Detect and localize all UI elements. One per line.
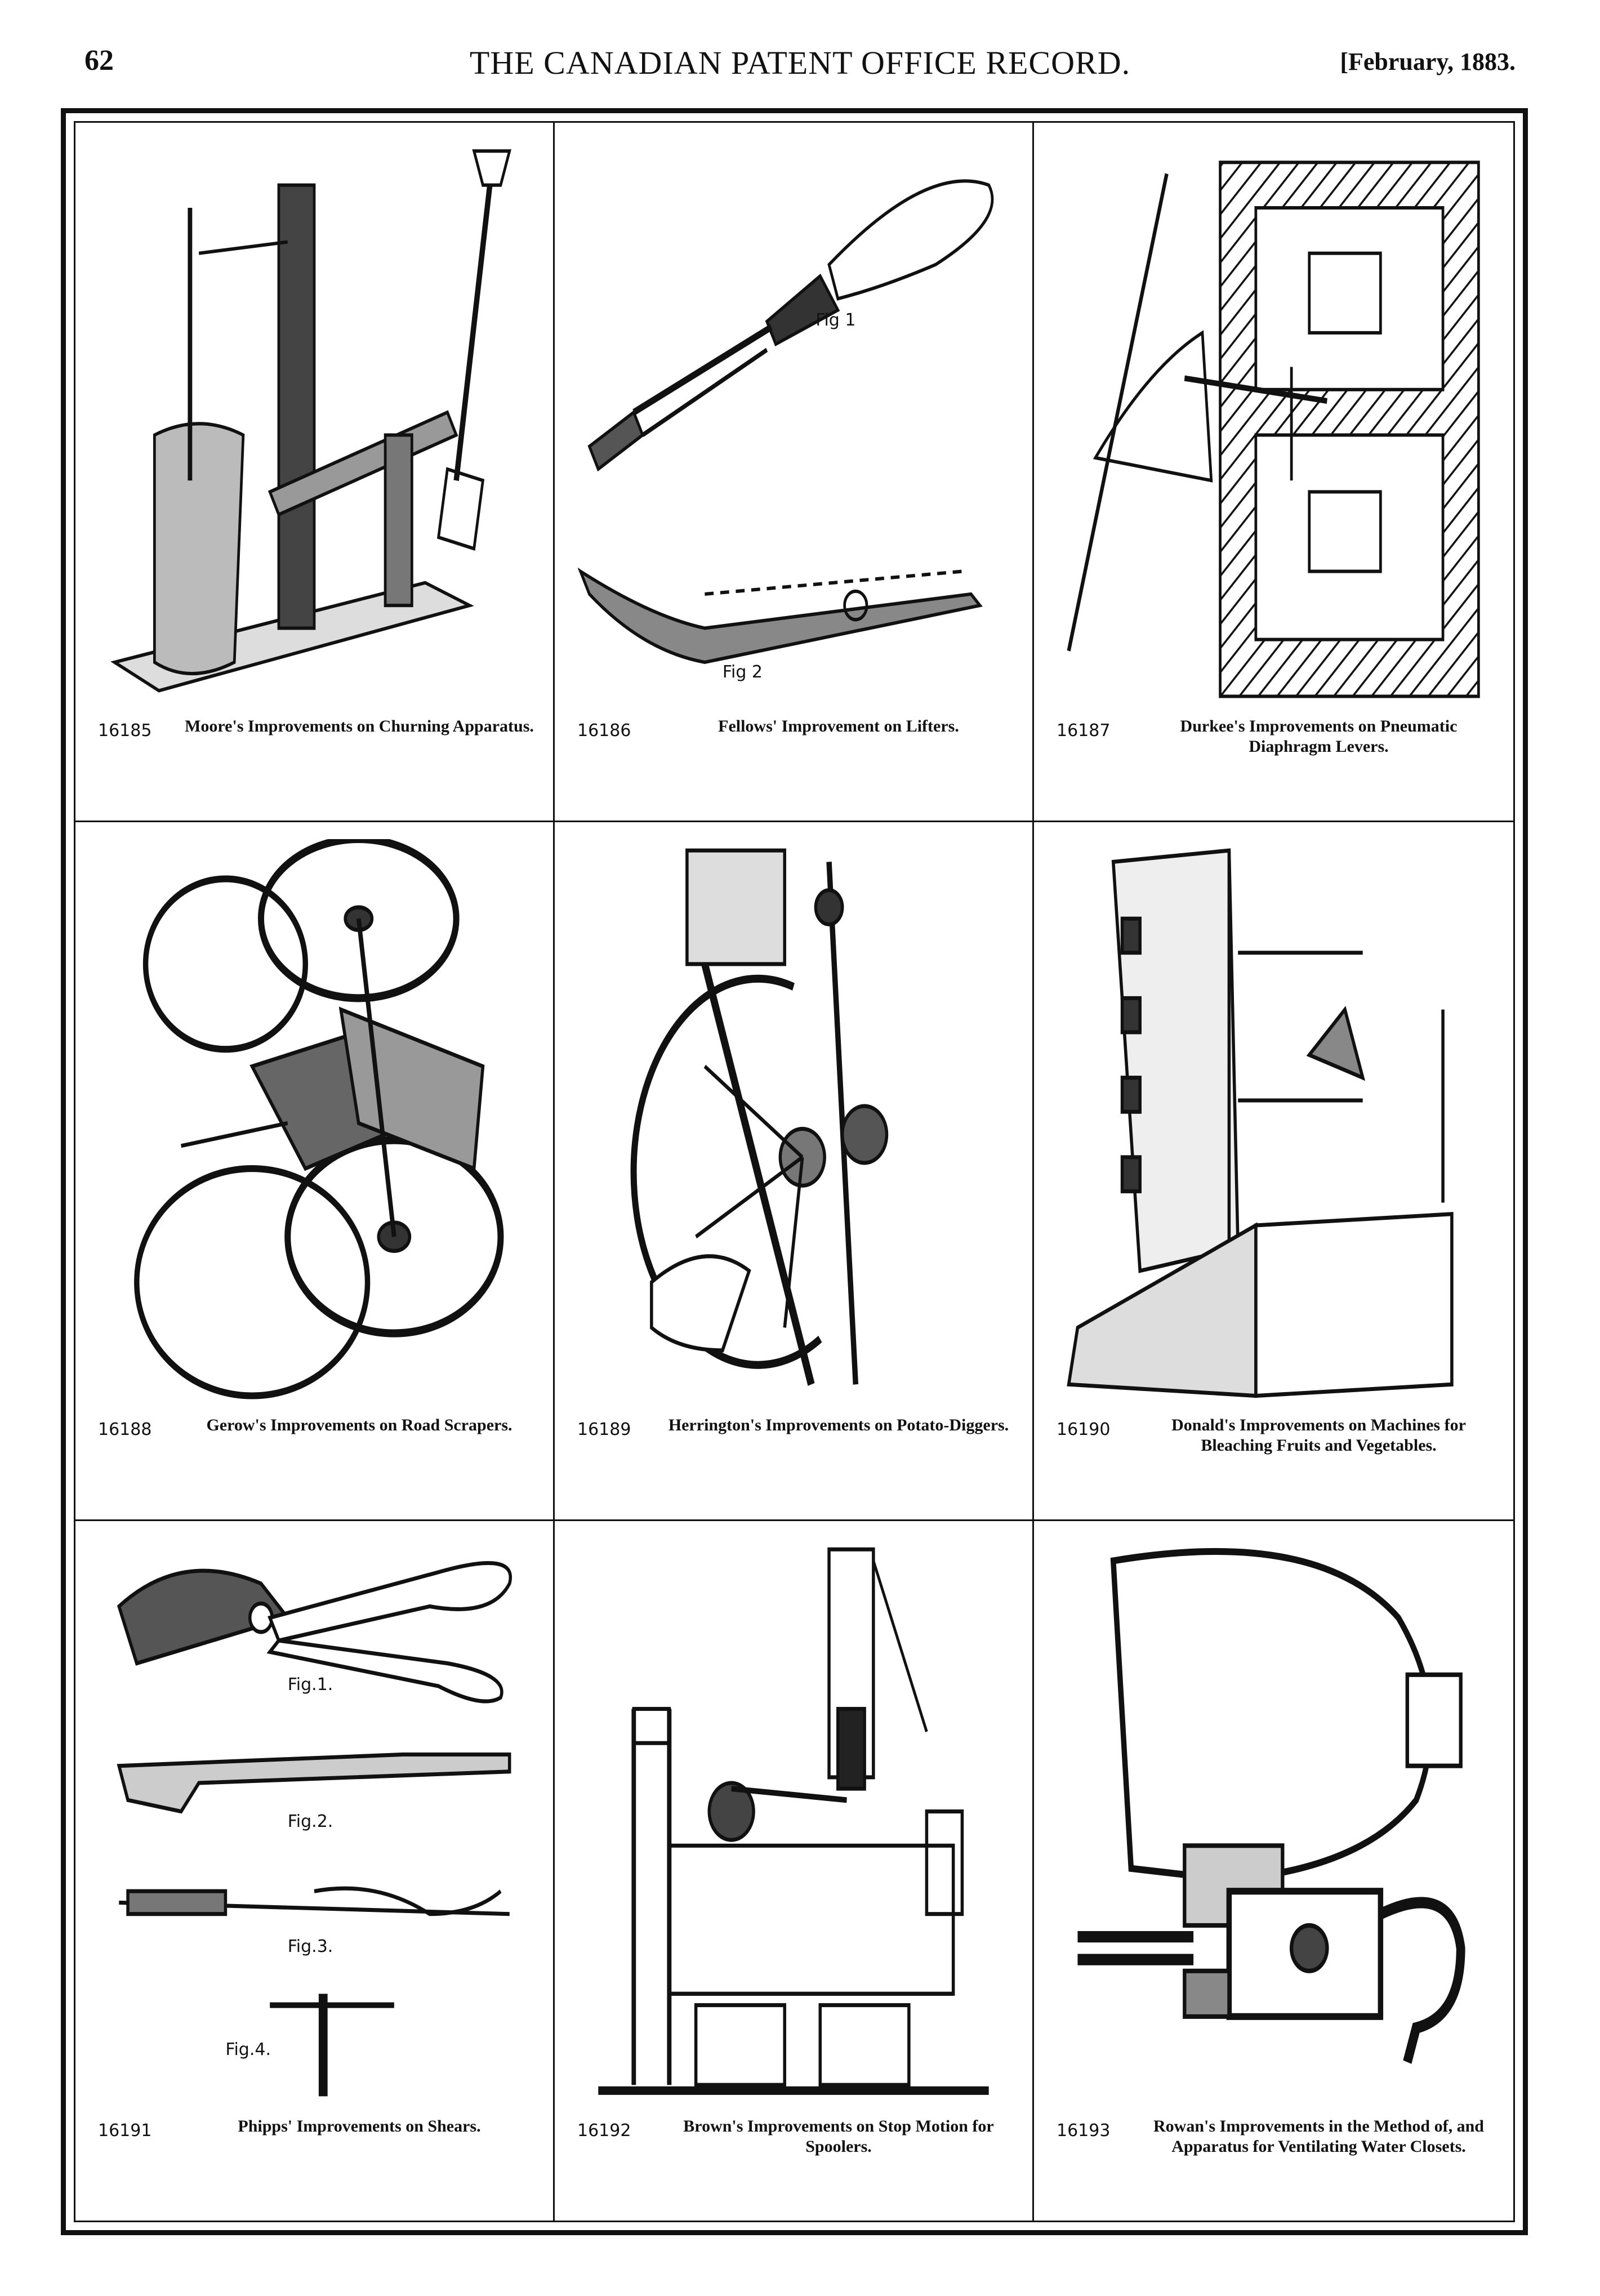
patent-title: Durkee's Improvements on Pneumatic Diaph… bbox=[1180, 716, 1458, 756]
patent-cell: 16189 Herrington's Improvements on Potat… bbox=[555, 822, 1034, 1522]
lifter-illustration: Fig 1 Fig 2 bbox=[572, 140, 1015, 708]
patent-title: Moore's Improvements on Churning Apparat… bbox=[185, 716, 534, 735]
patent-caption: 16187 Durkee's Improvements on Pneumatic… bbox=[1057, 716, 1496, 790]
patent-number: 16189 bbox=[577, 1420, 631, 1440]
plate-frame: 16185 Moore's Improvements on Churning A… bbox=[61, 108, 1528, 2235]
patent-cell: 16192 Brown's Improvements on Stop Motio… bbox=[555, 1521, 1034, 2221]
patent-number: 16193 bbox=[1057, 2120, 1111, 2141]
fig-label: Fig 2 bbox=[722, 662, 763, 682]
patent-number: 16188 bbox=[98, 1420, 152, 1440]
patent-number: 16185 bbox=[98, 720, 152, 741]
patent-title: Fellows' Improvement on Lifters. bbox=[718, 716, 959, 735]
fig-label: Fig.3. bbox=[287, 1937, 333, 1957]
patent-number: 16192 bbox=[577, 2120, 631, 2141]
patent-grid: 16185 Moore's Improvements on Churning A… bbox=[75, 123, 1513, 2221]
patent-cell: 16188 Gerow's Improvements on Road Scrap… bbox=[75, 822, 555, 1522]
patent-title: Gerow's Improvements on Road Scrapers. bbox=[206, 1416, 512, 1435]
churn-illustration bbox=[92, 140, 536, 708]
patent-number: 16190 bbox=[1057, 1420, 1111, 1440]
page-header: 62 THE CANADIAN PATENT OFFICE RECORD. [F… bbox=[0, 0, 1600, 107]
fig-label: Fig.2. bbox=[287, 1811, 333, 1831]
patent-cell: 16187 Durkee's Improvements on Pneumatic… bbox=[1034, 123, 1513, 822]
patent-title: Phipps' Improvements on Shears. bbox=[238, 2116, 481, 2135]
potato-digger-illustration bbox=[572, 839, 1015, 1407]
patent-title: Herrington's Improvements on Potato-Digg… bbox=[668, 1416, 1009, 1435]
issue-date: [February, 1883. bbox=[1340, 48, 1516, 75]
patent-title: Rowan's Improvements in the Method of, a… bbox=[1153, 2116, 1484, 2156]
bleaching-machine-illustration bbox=[1051, 839, 1496, 1407]
fig-label: Fig.4. bbox=[225, 2039, 271, 2059]
page-number: 62 bbox=[84, 44, 114, 77]
patent-caption: 16188 Gerow's Improvements on Road Scrap… bbox=[98, 1415, 536, 1488]
patent-cell: 16185 Moore's Improvements on Churning A… bbox=[75, 123, 555, 822]
patent-caption: 16193 Rowan's Improvements in the Method… bbox=[1057, 2116, 1496, 2190]
spooler-illustration bbox=[572, 1538, 1015, 2108]
patent-caption: 16185 Moore's Improvements on Churning A… bbox=[98, 716, 536, 790]
patent-number: 16191 bbox=[98, 2120, 152, 2141]
patent-cell: Fig 1 Fig 2 16186 Fellows' Improvement o… bbox=[555, 123, 1034, 822]
road-scraper-illustration bbox=[92, 839, 536, 1407]
page-title: THE CANADIAN PATENT OFFICE RECORD. bbox=[469, 44, 1131, 81]
patent-title: Donald's Improvements on Machines for Bl… bbox=[1171, 1416, 1466, 1455]
patent-cell: Fig.1. Fig.2. Fig.3. Fig.4. 16191 Phipps… bbox=[75, 1521, 555, 2221]
fig-label: Fig.1. bbox=[287, 1675, 333, 1695]
patent-title: Brown's Improvements on Stop Motion for … bbox=[683, 2116, 994, 2156]
patent-caption: 16192 Brown's Improvements on Stop Motio… bbox=[577, 2116, 1015, 2190]
water-closet-illustration bbox=[1051, 1538, 1496, 2108]
patent-cell: 16190 Donald's Improvements on Machines … bbox=[1034, 822, 1513, 1522]
patent-number: 16187 bbox=[1057, 720, 1111, 741]
plate-inner-frame: 16185 Moore's Improvements on Churning A… bbox=[74, 121, 1515, 2222]
patent-caption: 16189 Herrington's Improvements on Potat… bbox=[577, 1415, 1015, 1488]
patent-caption: 16191 Phipps' Improvements on Shears. bbox=[98, 2116, 536, 2190]
fig-label: Fig 1 bbox=[815, 310, 856, 330]
patent-cell: 16193 Rowan's Improvements in the Method… bbox=[1034, 1521, 1513, 2221]
patent-caption: 16190 Donald's Improvements on Machines … bbox=[1057, 1415, 1496, 1488]
diaphragm-illustration bbox=[1051, 140, 1496, 708]
shears-illustration: Fig.1. Fig.2. Fig.3. Fig.4. bbox=[92, 1538, 536, 2108]
patent-number: 16186 bbox=[577, 720, 631, 741]
patent-caption: 16186 Fellows' Improvement on Lifters. bbox=[577, 716, 1015, 790]
